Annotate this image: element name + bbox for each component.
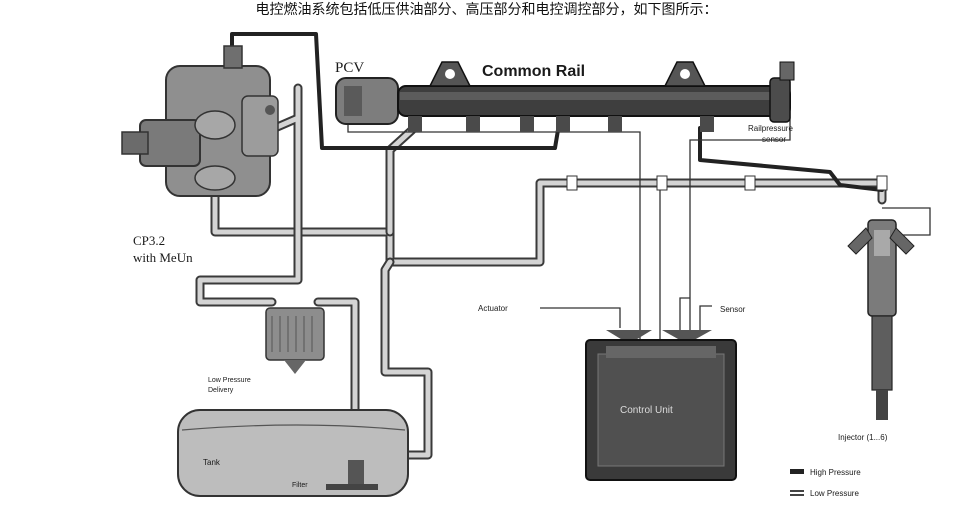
rail-sensor-label-line1: Railpressure: [748, 124, 793, 133]
legend-low-pressure-swatch: [790, 490, 804, 492]
filter-label-line1: Low Pressure: [208, 377, 251, 384]
tank-filter-label: Filter: [292, 482, 308, 489]
sensor-label: Sensor: [720, 305, 746, 314]
legend-high-pressure-swatch: [790, 469, 804, 474]
tank-label: Tank: [203, 458, 221, 467]
pcv-label: PCV: [335, 60, 364, 76]
legend-low-pressure-label: Low Pressure: [810, 489, 859, 498]
filter-label-line2: Delivery: [208, 387, 234, 394]
pump-label-line1: CP3.2: [133, 233, 165, 248]
pressure-control-valve: [336, 78, 398, 124]
control-unit-label: Control Unit: [620, 405, 673, 416]
actuator-label: Actuator: [478, 304, 508, 313]
rail-sensor-label-line2: sensor: [762, 135, 786, 144]
legend-high-pressure-label: High Pressure: [810, 468, 861, 477]
pump-label-line2: with MeUn: [133, 250, 193, 265]
injector-label: Injector (1...6): [838, 433, 888, 442]
common-rail-label: Common Rail: [482, 63, 585, 80]
